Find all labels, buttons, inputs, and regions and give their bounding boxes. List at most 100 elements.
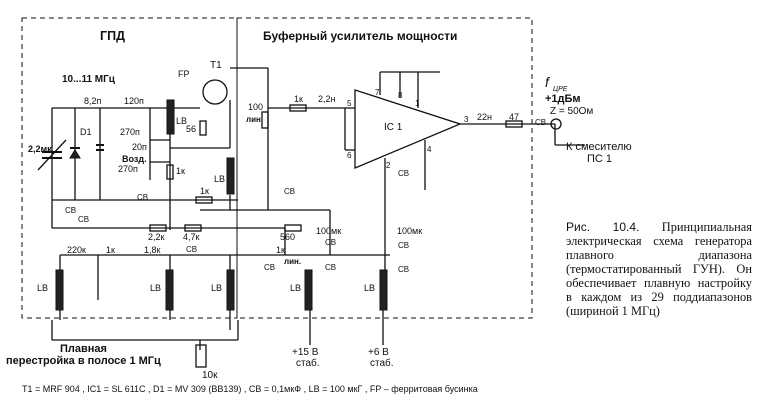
output-f-label: f: [545, 74, 551, 90]
resistor-1k-c: [289, 104, 307, 112]
lb-label-6: LB: [290, 283, 301, 293]
ps1-label: ПС 1: [587, 153, 612, 165]
caption-text: Принципиальная электрическая схема генер…: [566, 220, 752, 304]
pin-2: 2: [386, 161, 391, 170]
lb-label-1: LB: [176, 116, 187, 126]
oscillator-wiring: [51, 67, 390, 350]
cb-label-8: CB: [325, 263, 336, 272]
to-mixer-label: К смесителю: [566, 141, 632, 153]
freq-range: 10...11 МГц: [62, 74, 116, 85]
cb-label-4: CB: [284, 187, 295, 196]
r-56-label: 56: [186, 124, 196, 134]
pin-4: 4: [427, 145, 432, 154]
inductor-lb-4: [165, 269, 174, 311]
pin-8: 8: [398, 91, 403, 100]
supply-15v: +15 В: [292, 347, 319, 358]
gpd-title: ГПД: [100, 29, 125, 43]
resistor-47: [505, 120, 523, 128]
varicap-d1: [69, 147, 81, 159]
r-1-8k-label: 1,8к: [144, 245, 161, 255]
c-270p-b-label: 270п: [118, 164, 138, 174]
output-f-sub: ЦРЕ: [553, 86, 568, 93]
c-100mk-b-label: 100мк: [397, 226, 422, 236]
output-impedance: Z = 50Ом: [550, 106, 593, 117]
pot-10k-label: 10к: [202, 370, 218, 381]
pin-3: 3: [464, 115, 469, 124]
c-270p-a-label: 270п: [120, 127, 140, 137]
r-220k-label: 220к: [67, 245, 86, 255]
resistor-2-2k: [149, 224, 167, 232]
cb-label-11: CB: [398, 265, 409, 274]
cb-label-9: CB: [398, 169, 409, 178]
pot-lin-label: лин.: [246, 115, 263, 124]
footnote: T1 = MRF 904 , IC1 = SL 611C , D1 = MV 3…: [22, 384, 478, 394]
r-1k-c-label: 1к: [294, 94, 303, 104]
supply-15v-stab: стаб.: [296, 357, 320, 369]
pin-6: 6: [347, 151, 352, 160]
tuning-capacitor: [37, 139, 67, 171]
ic1-label: IC 1: [384, 122, 403, 133]
cb-label-5: CB: [186, 245, 197, 254]
figure-caption: Рис. 10.4. Принципиальная электрическая …: [566, 220, 752, 318]
cb-label-1: CB: [65, 206, 76, 215]
resistor-560: [284, 224, 302, 232]
cap-8-2p: [96, 144, 104, 151]
d1-label: D1: [80, 127, 92, 137]
pot-100: [261, 111, 269, 129]
cb-label-10: CB: [398, 241, 409, 250]
pot-1k-a-label: 1к: [106, 245, 115, 255]
inductor-lb-6: [304, 269, 313, 311]
fp-label: FP: [178, 69, 190, 79]
r-4-7k-label: 4,7к: [183, 232, 200, 242]
pin-7: 7: [375, 88, 380, 97]
pot-100-label: 100: [248, 102, 263, 112]
cb-label-2: CB: [78, 215, 89, 224]
air-label: Возд.: [122, 154, 147, 164]
c-120p-label: 120п: [124, 96, 144, 106]
supply-6v-stab: стаб.: [370, 357, 394, 369]
buffer-title: Буферный усилитель мощности: [263, 29, 457, 43]
lb-label-2: LB: [214, 174, 225, 184]
resistor-4-7k: [184, 224, 202, 232]
inductor-lb-1: [166, 99, 175, 135]
tuning-label-line2: перестройка в полосе 1 МГц: [6, 355, 161, 367]
buffer-enclosure: [236, 17, 533, 319]
c-2-2mk-label: 2,2мк: [28, 144, 52, 154]
amplifier-ic1: [354, 89, 462, 169]
pin-5: 5: [347, 99, 352, 108]
output-level: +1дБм: [545, 93, 581, 105]
inductor-lb-7: [379, 269, 388, 311]
pot-lin-b-label: лин.: [284, 257, 301, 266]
supply-6v: +6 В: [368, 347, 389, 358]
lb-label-5: LB: [211, 283, 222, 293]
transistor-t1: [202, 79, 228, 105]
c-100mk-a-label: 100мк: [316, 226, 341, 236]
cb-label-3: CB: [137, 193, 148, 202]
lb-label-4: LB: [150, 283, 161, 293]
inductor-lb-2: [226, 157, 235, 195]
inductor-lb-5: [226, 269, 235, 311]
caption-text-2: (шириной 1 МГц): [566, 304, 660, 318]
buffer-wiring: [268, 71, 585, 270]
inductor-lb-3: [55, 269, 64, 311]
figure-number: Рис. 10.4.: [566, 220, 640, 234]
tuning-label-line1: Плавная: [60, 343, 107, 355]
pin-1: 1: [415, 99, 420, 108]
resistor-1k-a: [166, 164, 174, 180]
lb-label-3: LB: [37, 283, 48, 293]
r-1k-b-label: 1к: [200, 186, 209, 196]
resistor-1k-b: [195, 196, 213, 204]
pot-10k: [195, 344, 207, 368]
lb-label-7: LB: [364, 283, 375, 293]
c-22n-label: 22н: [477, 112, 492, 122]
cb-label-12: CB: [535, 118, 546, 127]
pot-1k-b-label: 1к: [276, 245, 285, 255]
r-560-label: 560: [280, 232, 295, 242]
cb-label-6: CB: [264, 263, 275, 272]
r-47-label: 47: [509, 112, 519, 122]
c-20p-label: 20п: [132, 142, 147, 152]
r-2-2k-label: 2,2к: [148, 232, 165, 242]
resistor-56: [199, 120, 207, 136]
output-connector-icon: [550, 118, 562, 130]
